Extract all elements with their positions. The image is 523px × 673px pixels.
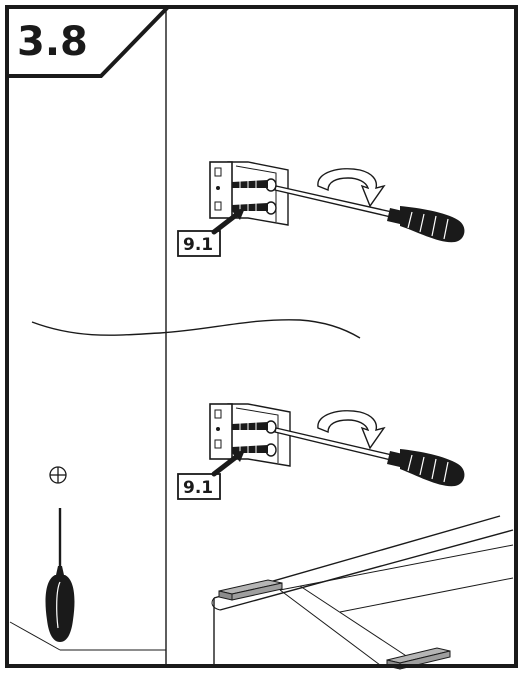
callout-upper: 9.1 — [177, 208, 245, 257]
section-break-line — [31, 319, 361, 339]
callout-label-upper: 9.1 — [183, 235, 213, 255]
rotation-arrow-upper — [317, 168, 386, 208]
callout-lower: 9.1 — [177, 450, 245, 500]
callout-label-lower: 9.1 — [183, 478, 213, 498]
screwdriver-lower — [274, 427, 465, 487]
step-number: 3.8 — [17, 19, 88, 65]
screwdriver-upper — [274, 185, 465, 243]
protective-pad-left — [218, 579, 283, 601]
diagram-frame — [5, 5, 518, 668]
cabinet-base — [211, 515, 514, 666]
screwdriver-tool-icon — [45, 508, 75, 642]
phillips-cross-icon — [49, 466, 67, 484]
hinge-assembly-lower — [209, 403, 291, 467]
cabinet-panel — [9, 9, 167, 665]
hinge-assembly-upper — [209, 161, 289, 226]
rotation-arrow-lower — [317, 410, 386, 450]
